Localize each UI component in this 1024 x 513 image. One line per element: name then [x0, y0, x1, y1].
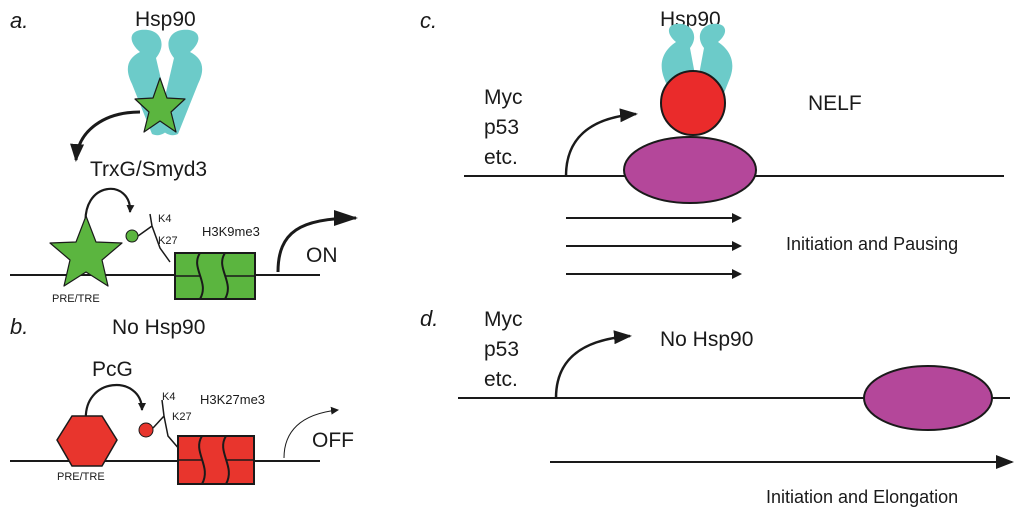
k4-label-a: K4 — [158, 213, 171, 225]
factor-label-c-1: Myc — [484, 86, 523, 109]
panel-c: c. Hsp90 Myc p53 etc. NELF Initiation an… — [420, 8, 1004, 279]
nelf-label: NELF — [808, 92, 862, 115]
panel-d-no-hsp90-label: No Hsp90 — [660, 328, 753, 351]
factor-label-c-2: p53 — [484, 116, 519, 139]
panel-d: d. Myc p53 etc. No Hsp90 Initiation and … — [420, 306, 1014, 507]
tss-arrow-c-icon — [564, 108, 638, 177]
methyl-mark-red-icon — [138, 422, 154, 438]
h3k27me3-label: H3K27me3 — [200, 392, 265, 407]
pcg-hexagon-icon — [56, 415, 118, 467]
panel-a-hsp90-label: Hsp90 — [135, 8, 196, 31]
initiation-pausing-label: Initiation and Pausing — [786, 234, 958, 254]
factor-label-d-1: Myc — [484, 308, 523, 331]
panel-b-letter: b. — [10, 314, 28, 339]
trxg-star-on-dna-icon — [49, 215, 123, 287]
panel-a-letter: a. — [10, 8, 28, 33]
panel-d-letter: d. — [420, 306, 438, 331]
factor-label-d-2: p53 — [484, 338, 519, 361]
pcg-arrow-icon — [84, 384, 146, 423]
pol-ii-ellipse-d-icon — [863, 365, 993, 431]
histone-tail-b — [152, 399, 181, 451]
on-label: ON — [306, 244, 338, 267]
nucleosome-box-a — [174, 252, 256, 300]
factor-label-c-3: etc. — [484, 146, 518, 169]
nucleosome-box-b — [177, 435, 255, 485]
histone-tail-a — [137, 213, 171, 263]
methylation-arrow-icon — [84, 187, 135, 229]
trxg-star-icon — [134, 77, 186, 133]
trxg-smyd3-label: TrxG/Smyd3 — [90, 158, 207, 181]
panel-b: b. No Hsp90 PcG PRE/TRE K4 K27 H3K27me3 … — [10, 314, 354, 485]
nelf-circle-icon — [660, 70, 726, 136]
release-arrow-icon — [70, 110, 141, 162]
pol-ii-ellipse-c-icon — [623, 136, 757, 204]
panel-c-letter: c. — [420, 8, 437, 33]
panel-b-no-hsp90-label: No Hsp90 — [112, 316, 205, 339]
off-arrow-icon — [283, 406, 339, 459]
initiation-elongation-label: Initiation and Elongation — [766, 487, 958, 507]
methyl-mark-icon — [125, 229, 139, 243]
h3k9me3-label: H3K9me3 — [202, 224, 260, 239]
off-label: OFF — [312, 429, 354, 452]
factor-label-d-3: etc. — [484, 368, 518, 391]
k27-label-a: K27 — [158, 235, 178, 247]
k27-label-b: K27 — [172, 411, 192, 423]
panel-a: a. Hsp90 TrxG/Smyd3 PRE/TRE K4 K27 H3K9m… — [10, 8, 358, 305]
pre-tre-label-b: PRE/TRE — [57, 471, 105, 483]
pre-tre-label-a: PRE/TRE — [52, 293, 100, 305]
k4-label-b: K4 — [162, 391, 175, 403]
pcg-label: PcG — [92, 358, 133, 381]
on-arrow-icon — [276, 210, 358, 273]
tss-arrow-d-icon — [554, 330, 632, 399]
